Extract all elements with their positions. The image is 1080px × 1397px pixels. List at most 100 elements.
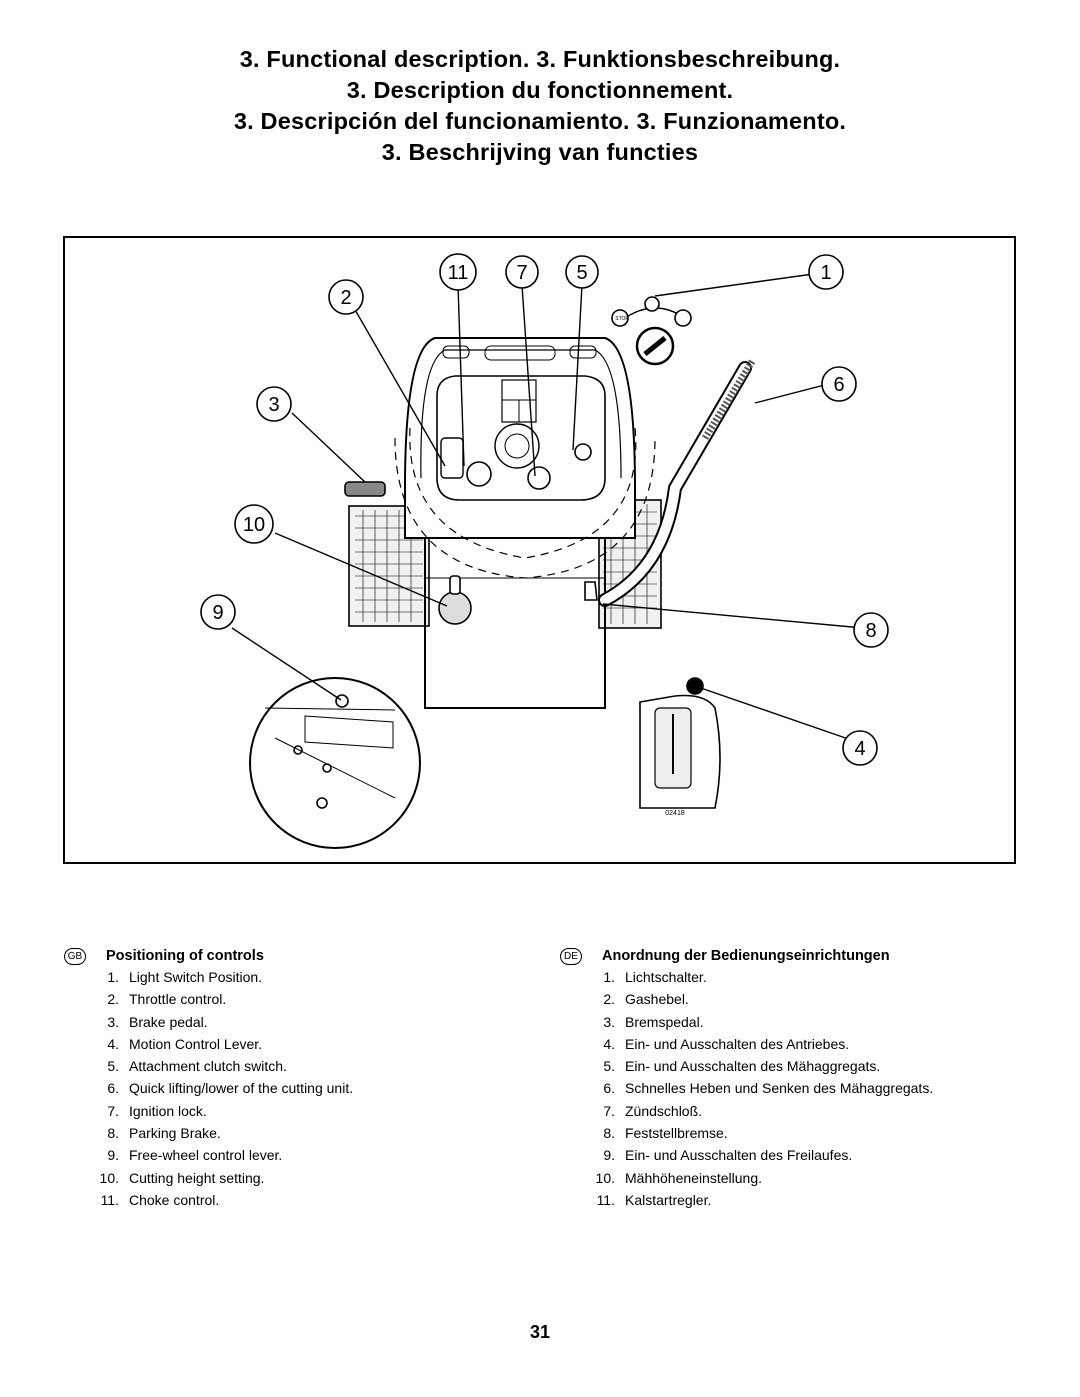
callout-5: 5	[576, 262, 587, 284]
callout-6: 6	[833, 374, 844, 396]
legend-gb-title: Positioning of controls	[106, 948, 264, 964]
item-text: Cutting height setting.	[129, 1169, 265, 1186]
legend-de-header: DE Anordnung der Bedienungseinrichtungen	[560, 946, 1030, 966]
callout-11: 11	[448, 262, 469, 284]
item-number: 11.	[100, 1191, 119, 1208]
legend-gb-list: 1. Light Switch Position. 2. Throttle cont…	[64, 966, 504, 1211]
list-item: 9. Ein- und Ausschalten des Freilaufes.	[560, 1144, 1030, 1166]
language-badge-gb: GB	[64, 947, 86, 965]
list-item: 9. Free-wheel control lever.	[64, 1144, 504, 1166]
controls-figure: 11 7 5 1 2 6 3 10 9 8 4 STOP 02418	[63, 236, 1016, 864]
callout-1-circle	[808, 254, 844, 290]
cutting-height-knob	[438, 575, 472, 625]
callout-3-circle	[256, 386, 292, 422]
item-number: 10.	[99, 1169, 119, 1186]
brake-pedal	[344, 481, 386, 497]
callout-8: 8	[865, 620, 876, 642]
list-item: 1. Lichtschalter.	[560, 966, 1030, 988]
item-text: Light Switch Position.	[129, 969, 263, 985]
item-text: Parking Brake.	[129, 1125, 221, 1142]
item-number: 11.	[596, 1191, 615, 1208]
list-item: 4. Ein- und Ausschalten des Antriebes.	[560, 1033, 1030, 1055]
title-line-4: 3. Beschrijving van functies	[381, 139, 699, 165]
item-number: 10.	[595, 1169, 615, 1186]
legend-de-title: Anordnung der Bedienungseinrichtungen	[602, 948, 890, 964]
item-number: 3.	[603, 1013, 615, 1030]
item-number: 2.	[603, 991, 615, 1008]
list-item: 5. Ein- und Ausschalten des Mähaggregats.	[560, 1055, 1030, 1077]
item-text: Quick lifting/lower of the cutting unit.	[129, 1080, 354, 1097]
parking-brake-lever	[584, 581, 598, 601]
item-text: Bremspedal.	[625, 1013, 704, 1030]
item-number: 5.	[603, 1058, 615, 1075]
item-number: 8.	[603, 1125, 615, 1142]
item-text: Free-wheel control lever.	[129, 1147, 283, 1164]
item-number: 7.	[107, 1102, 119, 1119]
item-text: Ein- und Ausschalten des Antriebes.	[625, 1035, 850, 1052]
item-text: Zündschloß.	[625, 1102, 703, 1119]
dashboard	[440, 379, 592, 490]
lift-lever	[598, 358, 756, 607]
page-number: 31	[529, 1322, 551, 1342]
item-text: Ignition lock.	[129, 1102, 207, 1119]
list-item: 11.Choke control.	[64, 1189, 504, 1211]
callout-7-circle	[505, 255, 539, 289]
item-number: 9.	[603, 1147, 615, 1164]
start-icon	[674, 309, 692, 327]
callout-7: 7	[516, 262, 527, 284]
item-text: Motion Control Lever.	[129, 1035, 263, 1052]
tractor-controls-illustration: 11 7 5 1 2 6 3 10 9 8 4 STOP 02418	[200, 253, 889, 849]
callout-4: 4	[854, 738, 865, 760]
callout-6-circle	[821, 366, 857, 402]
item-number: 9.	[107, 1147, 119, 1164]
item-text: Ein- und Ausschalten des Freilaufes.	[625, 1147, 853, 1164]
legend-gb: GB Positioning of controls 1. Light Switc…	[64, 946, 504, 1211]
item-number: 5.	[107, 1058, 119, 1075]
item-number: 4.	[603, 1035, 615, 1052]
legend-de: DE Anordnung der Bedienungseinrichtungen…	[560, 946, 1030, 1211]
list-item: 6. Schnelles Heben und Senken des Mähaggr…	[560, 1077, 1030, 1099]
item-text: Attachment clutch switch.	[129, 1058, 287, 1075]
list-item: 7. Ignition lock.	[64, 1100, 504, 1122]
legend-de-list: 1. Lichtschalter. 2.Gashebel. 3. Bremspeda…	[560, 966, 1030, 1211]
item-text: Schnelles Heben und Senken des Mähaggreg…	[625, 1080, 934, 1097]
callout-9-circle	[200, 594, 236, 630]
callout-10-circle	[234, 504, 274, 544]
callout-9: 9	[212, 602, 223, 624]
stop-icon	[611, 309, 629, 327]
item-number: 1.	[107, 969, 119, 985]
list-item: 1. Light Switch Position.	[64, 966, 504, 988]
list-item: 11. Kalstartregler.	[560, 1189, 1030, 1211]
callout-11-circle	[439, 253, 477, 291]
callout-8-circle	[853, 612, 889, 648]
tractor-hood	[394, 337, 656, 709]
item-text: Ein- und Ausschalten des Mähaggregats.	[625, 1058, 881, 1075]
list-item: 2. Throttle control.	[64, 988, 504, 1010]
stop-label: STOP	[615, 316, 629, 322]
list-item: 8. Parking Brake.	[64, 1122, 504, 1144]
language-badge-de: DE	[560, 947, 582, 965]
item-number: 7.	[603, 1102, 615, 1119]
list-item: 2.Gashebel.	[560, 988, 1030, 1010]
item-text: Kalstartregler.	[625, 1191, 712, 1208]
title-line-2: 3. Description du fonctionnement.	[346, 77, 734, 103]
callout-1: 1	[820, 262, 831, 284]
callout-10: 10	[243, 514, 265, 536]
drawing-code: 02418	[665, 810, 685, 817]
item-text: Mähhöheneinstellung.	[625, 1169, 762, 1186]
item-number: 8.	[107, 1125, 119, 1142]
item-text: Lichtschalter.	[625, 969, 707, 985]
item-number: 2.	[107, 991, 119, 1008]
motion-control-panel	[639, 677, 721, 809]
ignition-switch	[624, 307, 686, 366]
leader-lines	[231, 270, 864, 744]
list-item: 10. Mähhöheneinstellung.	[560, 1167, 1030, 1189]
item-text: Brake pedal.	[129, 1013, 208, 1030]
callout-2: 2	[340, 287, 351, 309]
item-number: 6.	[603, 1080, 615, 1097]
legend-gb-header: GB Positioning of controls	[64, 946, 504, 966]
list-item: 4.Motion Control Lever.	[64, 1033, 504, 1055]
item-number: 1.	[603, 969, 615, 985]
item-text: Throttle control.	[129, 991, 227, 1008]
list-item: 10. Cutting height setting.	[64, 1167, 504, 1189]
